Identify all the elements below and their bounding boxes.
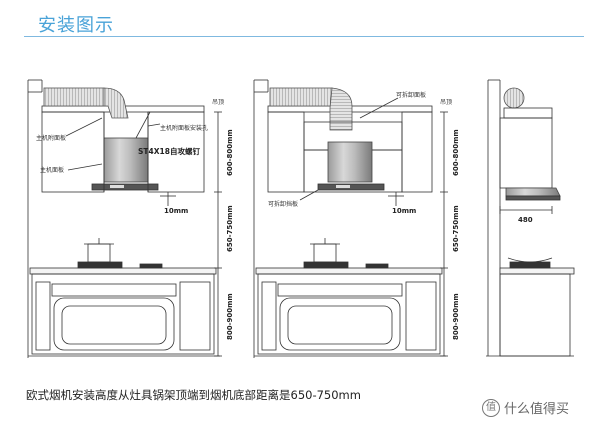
diagram-1-main-panel-label: 主机面板	[40, 166, 64, 174]
diagram-2-dim-bottom: 800-900mm	[452, 293, 460, 340]
diagram-3	[486, 79, 575, 357]
site-watermark: 值 什么值得买	[482, 398, 569, 417]
diagram-2-dim-mid: 650-750mm	[452, 205, 460, 252]
diagram-3-width-label: 480	[518, 216, 533, 224]
diagram-1-labels: 吊顶 主机附面板 主机面板 主机附面板安装孔 ST4X18自攻螺钉 10mm 6…	[36, 99, 234, 340]
diagram-1	[27, 79, 222, 358]
diagram-2-removable-baffle-label: 可拆卸挡板	[268, 200, 298, 208]
diagram-2-gap-label: 10mm	[392, 207, 416, 215]
diagram-2-removable-panel-label: 可拆卸面板	[396, 91, 426, 99]
diagram-1-aux-panel-label: 主机附面板	[36, 134, 66, 142]
diagram-1-screw-label: ST4X18自攻螺钉	[138, 146, 200, 156]
diagram-2	[253, 79, 448, 358]
title-divider	[24, 36, 584, 37]
watermark-text: 什么值得买	[504, 402, 570, 417]
diagram-3-labels: 480	[518, 216, 533, 224]
diagram-1-ceiling-label: 吊顶	[212, 99, 224, 106]
page-title: 安装图示	[38, 15, 114, 36]
diagram-2-labels: 吊顶 可拆卸面板 可拆卸挡板 10mm 600-800mm 650-750mm …	[268, 91, 460, 340]
diagram-2-dim-top: 600-800mm	[452, 129, 460, 176]
diagram-1-dim-bottom: 800-900mm	[226, 293, 234, 340]
installation-caption: 欧式烟机安装高度从灶具锅架顶端到烟机底部距离是650-750mm	[26, 388, 361, 402]
watermark-logo-icon: 值	[482, 398, 500, 417]
diagram-2-ceiling-label: 吊顶	[440, 99, 452, 106]
diagram-1-gap-label: 10mm	[164, 207, 188, 215]
diagram-1-mount-hole-label: 主机附面板安装孔	[160, 124, 208, 132]
diagram-1-dim-top: 600-800mm	[226, 129, 234, 176]
diagram-1-dim-mid: 650-750mm	[226, 205, 234, 252]
